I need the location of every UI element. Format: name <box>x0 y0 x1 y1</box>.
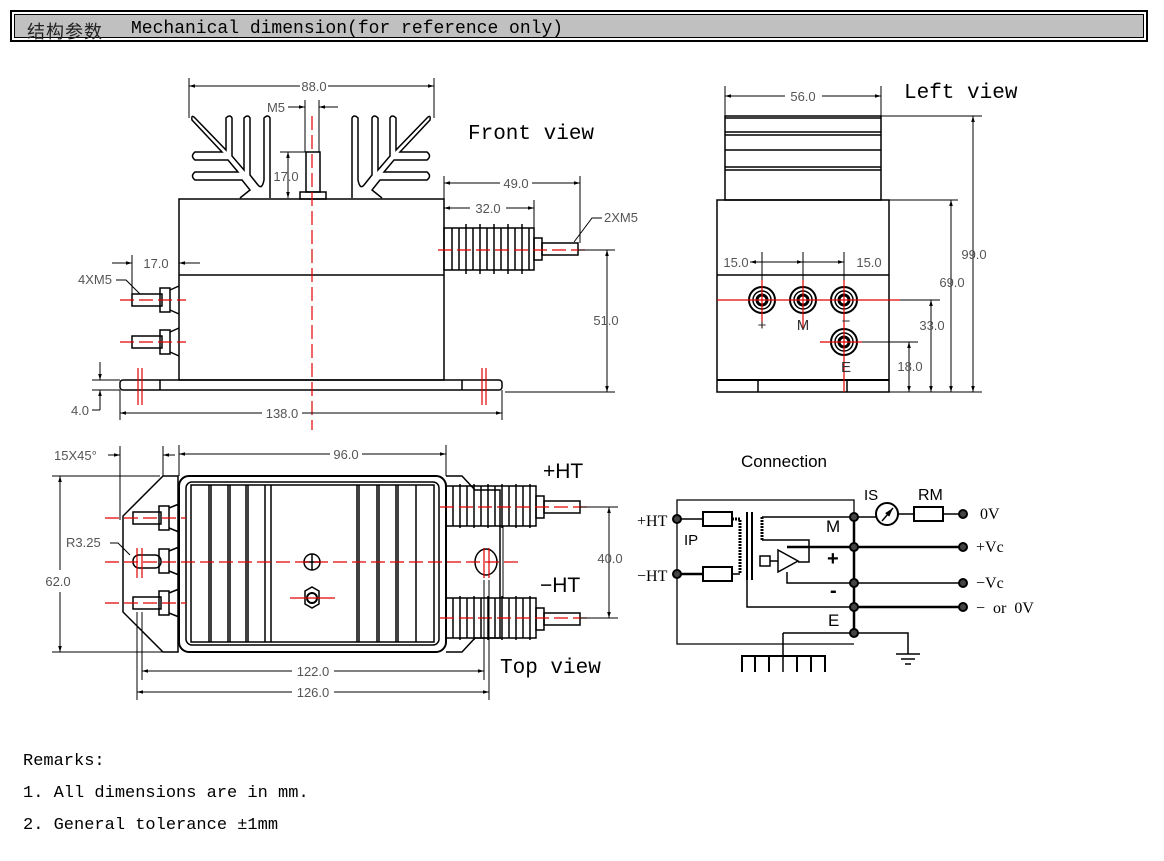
node-plus-label: + <box>827 548 839 570</box>
node-minus-ht <box>672 569 682 579</box>
is-label: IS <box>864 487 878 504</box>
front-view-label: Front view <box>468 123 594 146</box>
dim-56: 56.0 <box>790 89 815 104</box>
left-view-label: Left view <box>904 82 1018 105</box>
out-minus-or-0v-label: − or 0V <box>976 600 1034 617</box>
out-0v <box>958 509 968 519</box>
label-minus: − <box>842 313 851 330</box>
node-ground <box>849 628 859 638</box>
dim-r325: R3.25 <box>66 535 101 550</box>
left-heatsink <box>724 115 882 201</box>
connection-circuit <box>676 499 963 672</box>
out-plus-vc-label: +Vc <box>976 539 1004 556</box>
left-body <box>716 199 890 393</box>
left-terminal-labels: + M − E <box>758 313 851 376</box>
top-view <box>122 475 581 653</box>
dim-15-right: 15.0 <box>856 255 881 270</box>
top-right-flange <box>446 475 501 653</box>
out-minus-or-0v <box>958 602 968 612</box>
header-title-en: Mechanical dimension(for reference only) <box>131 19 564 39</box>
dim-4xm5: 4XM5 <box>78 272 112 287</box>
connection-labels: +HT −HT IP IS RM M + - E 0V +Vc −Vc − or… <box>637 487 1034 630</box>
left-dim-lines <box>724 86 982 393</box>
front-base <box>119 379 503 391</box>
dim-122: 122.0 <box>297 664 330 679</box>
header-title-cn: 结构参数 <box>27 22 103 43</box>
out-0v-label: 0V <box>980 506 1000 523</box>
node-e <box>849 602 859 612</box>
heatsink-right <box>351 115 431 199</box>
front-stud <box>305 151 321 193</box>
front-stud-nut <box>299 191 327 200</box>
left-centerlines <box>717 280 900 392</box>
ip-label: IP <box>684 532 698 549</box>
header-fill: 结构参数 Mechanical dimension(for reference … <box>14 14 1144 43</box>
out-plus-vc <box>958 542 968 552</box>
top-body <box>178 475 447 653</box>
dim-chamfer: 15X45° <box>54 448 97 463</box>
label-m: M <box>797 317 810 334</box>
remark-item-1: 1. All dimensions are in mm. <box>23 784 309 803</box>
dim-32: 32.0 <box>475 201 500 216</box>
front-right-bushing <box>443 224 579 274</box>
top-dim-texts: 15X45° 96.0 R3.25 62.0 40.0 122.0 126.0 <box>45 447 622 700</box>
input-plus-ht: +HT <box>637 513 668 530</box>
dim-17-left: 17.0 <box>143 256 168 271</box>
left-dim-texts: 56.0 15.0 15.0 99.0 69.0 33.0 18.0 <box>723 89 986 374</box>
dim-62: 62.0 <box>45 574 70 589</box>
dim-126: 126.0 <box>297 685 330 700</box>
top-centerlines <box>105 506 590 619</box>
node-plus <box>849 542 859 552</box>
node-minus <box>849 578 859 588</box>
dim-49: 49.0 <box>503 176 528 191</box>
connection-nodes <box>672 509 968 638</box>
remarks-title: Remarks: <box>23 752 105 771</box>
dim-18: 18.0 <box>897 359 922 374</box>
top-minus-ht-label: −HT <box>540 574 580 597</box>
node-e-label: E <box>828 611 839 630</box>
remark-item-2: 2. General tolerance ±1mm <box>23 816 279 835</box>
dim-17-stud: 17.0 <box>273 169 298 184</box>
heatsink-left <box>191 115 271 199</box>
dim-99: 99.0 <box>961 247 986 262</box>
top-bushing-plus <box>445 484 581 528</box>
front-left-studs <box>131 285 180 357</box>
dim-33: 33.0 <box>919 318 944 333</box>
dim-4: 4.0 <box>71 403 89 418</box>
front-dim-texts: 88.0 M5 17.0 49.0 32.0 2XM5 17.0 4XM5 51… <box>71 79 638 421</box>
front-centerlines <box>120 116 590 430</box>
dim-96: 96.0 <box>333 447 358 462</box>
front-dim-lines <box>92 78 615 420</box>
dim-2xm5: 2XM5 <box>604 210 638 225</box>
dim-m5: M5 <box>267 100 285 115</box>
dim-88: 88.0 <box>301 79 326 94</box>
input-minus-ht: −HT <box>637 568 668 585</box>
label-e: E <box>841 359 851 376</box>
node-minus-label: - <box>830 580 837 602</box>
top-view-label: Top view <box>500 657 601 680</box>
front-view <box>119 115 579 391</box>
dim-138: 138.0 <box>266 406 299 421</box>
connection-title: Connection <box>741 452 827 471</box>
node-m <box>849 512 859 522</box>
out-minus-vc-label: −Vc <box>976 575 1004 592</box>
dim-51: 51.0 <box>593 313 618 328</box>
label-plus: + <box>758 317 767 334</box>
top-dim-lines <box>52 445 618 700</box>
top-plus-ht-label: +HT <box>543 460 583 483</box>
rm-label: RM <box>918 487 943 504</box>
header-bar: 结构参数 Mechanical dimension(for reference … <box>10 10 1148 43</box>
node-m-label: M <box>826 517 840 536</box>
dim-40: 40.0 <box>597 551 622 566</box>
dim-69: 69.0 <box>939 275 964 290</box>
node-plus-ht <box>672 514 682 524</box>
out-minus-vc <box>958 578 968 588</box>
dim-15-left: 15.0 <box>723 255 748 270</box>
